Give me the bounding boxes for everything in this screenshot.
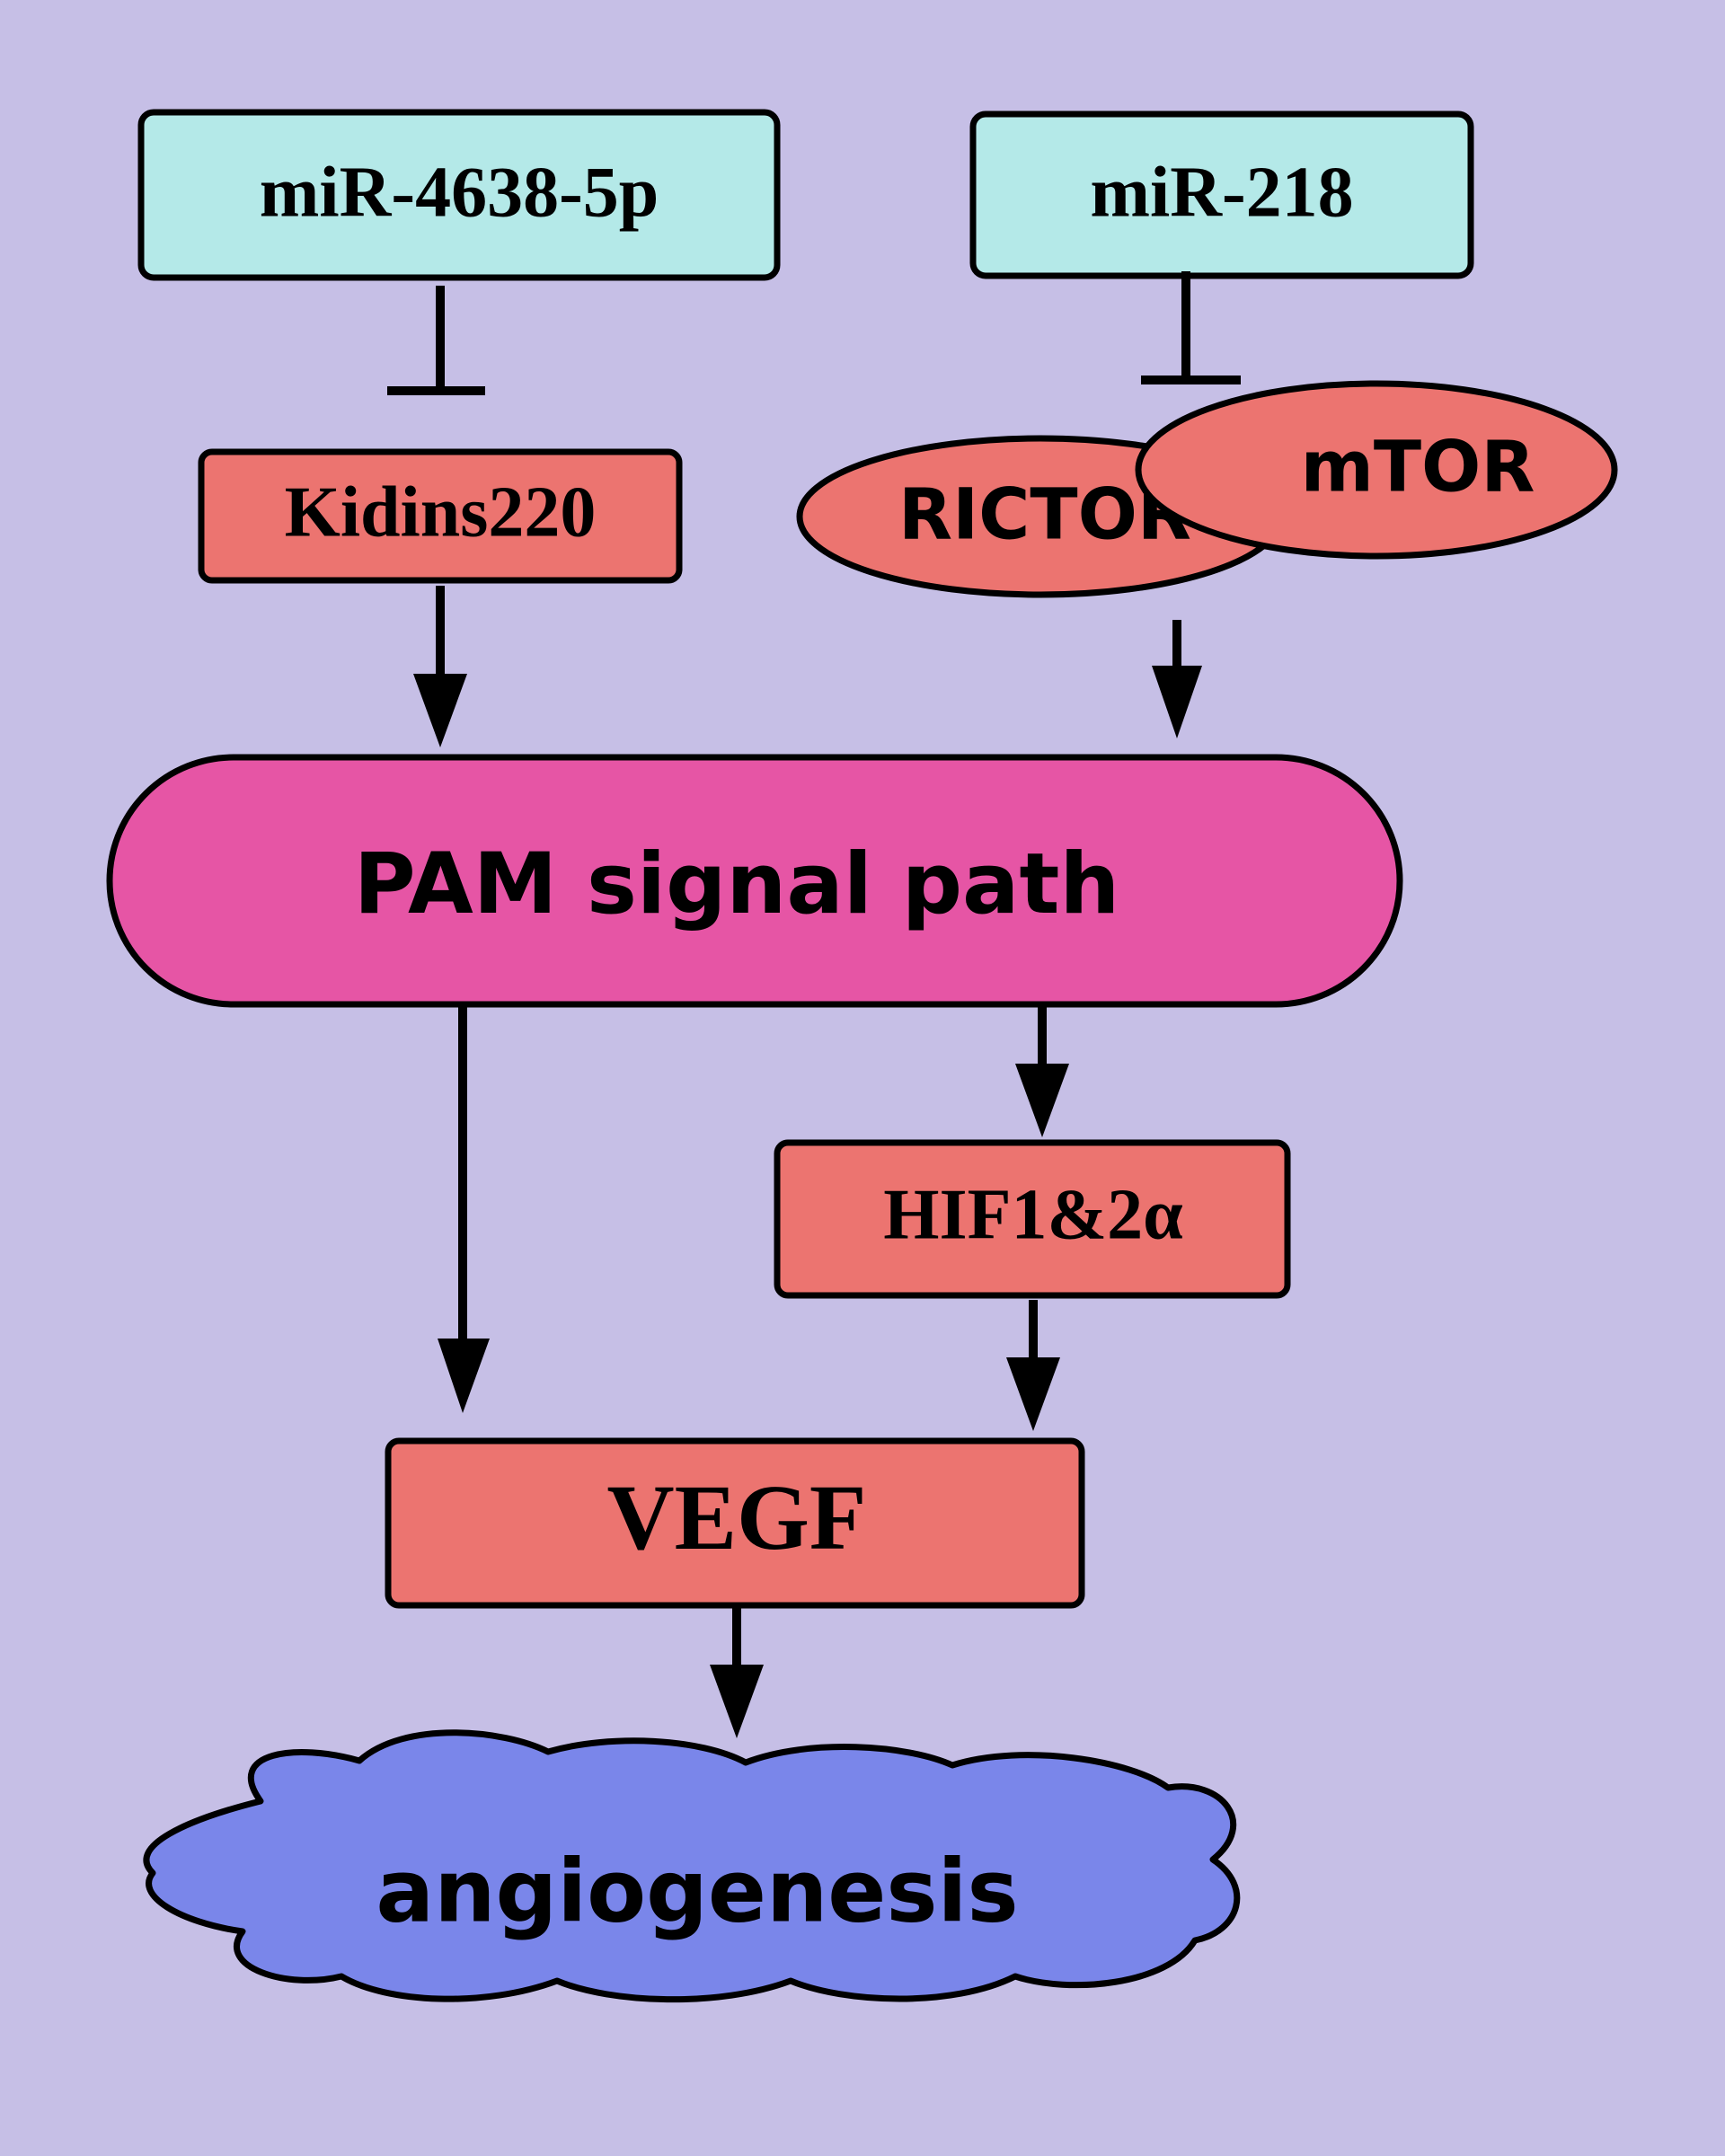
vegf-node: VEGF bbox=[385, 1437, 1085, 1609]
arrow-head bbox=[710, 1665, 764, 1738]
hif-node: HIF1&2α bbox=[774, 1139, 1291, 1299]
mir-218-node: miR-218 bbox=[969, 110, 1474, 279]
arrow-head bbox=[1006, 1357, 1060, 1431]
kidins220-node: Kidins220 bbox=[198, 448, 683, 584]
mir-218-box bbox=[969, 110, 1474, 279]
mir-4638-5p-node: miR-4638-5p bbox=[137, 109, 781, 281]
arrow-head bbox=[438, 1339, 490, 1413]
inhibition-mir218-rictor bbox=[1141, 271, 1241, 384]
angiogenesis-cloud bbox=[143, 1729, 1241, 2003]
mtor-ellipse bbox=[1135, 380, 1618, 560]
arrow-vegf-angiogenesis bbox=[710, 1608, 764, 1738]
mir-4638-5p-label: miR-4638-5p bbox=[260, 153, 659, 232]
mir-218-label: miR-218 bbox=[1090, 153, 1353, 232]
pam-pill bbox=[106, 754, 1403, 1008]
angiogenesis-node: angiogenesis bbox=[143, 1729, 1241, 2003]
pam-node: PAM signal path bbox=[106, 754, 1403, 1008]
kidins220-box bbox=[198, 448, 683, 584]
mir-4638-5p-box bbox=[137, 109, 781, 281]
kidins220-label: Kidins220 bbox=[285, 473, 597, 552]
mtor-node: mTOR bbox=[1135, 380, 1618, 560]
hif-box bbox=[774, 1139, 1291, 1299]
arrow-head bbox=[1152, 666, 1202, 738]
arrow-rictor-pam bbox=[1152, 620, 1202, 738]
arrow-kidins220-pam bbox=[413, 586, 467, 747]
vegf-label: VEGF bbox=[607, 1466, 867, 1569]
inhibition-mir4638-kidins220 bbox=[387, 286, 485, 395]
rictor-mtor-complex: RICTOR mTOR bbox=[796, 380, 1618, 598]
mtor-label: mTOR bbox=[1301, 427, 1535, 508]
arrow-pam-hif bbox=[1015, 1006, 1069, 1137]
pam-label: PAM signal path bbox=[354, 835, 1120, 933]
vegf-box bbox=[385, 1437, 1085, 1609]
angiogenesis-label: angiogenesis bbox=[376, 1841, 1018, 1941]
arrow-hif-vegf bbox=[1006, 1300, 1060, 1431]
arrow-head bbox=[1015, 1064, 1069, 1137]
arrow-head bbox=[413, 674, 467, 747]
hif-label: HIF1&2α bbox=[883, 1175, 1183, 1254]
arrow-pam-vegf bbox=[438, 1006, 490, 1413]
